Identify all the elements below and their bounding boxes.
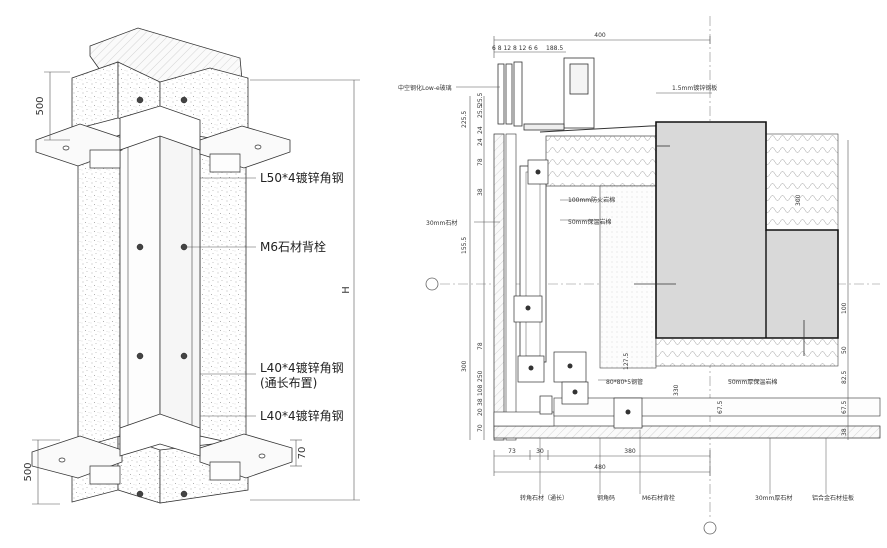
dim-left-78b: 78 <box>477 342 484 350</box>
label-continuous: (通长布置) <box>260 376 317 390</box>
dim-right-82: 82.5 <box>841 370 848 384</box>
dim-bottom-73: 73 <box>508 448 516 455</box>
dim-70: 70 <box>297 447 308 460</box>
bracket-holes <box>58 144 266 463</box>
note-stone-30: 30mm石材 <box>426 219 457 227</box>
dim-right-100: 100 <box>841 302 848 314</box>
dim-bottom-380: 380 <box>624 448 636 455</box>
column-right-stone-face <box>199 139 247 447</box>
insulation-rock-wool <box>599 185 657 369</box>
label-l40-angle-bottom: L40*4镀锌角钢 <box>260 409 344 423</box>
left-leaders <box>186 177 256 417</box>
dim-left-78: 78 <box>477 158 484 166</box>
window-frame <box>497 57 595 131</box>
dim-top-500: 500 <box>35 96 46 115</box>
dim-left-155: 155.5 <box>461 237 468 254</box>
note-low-e-glass: 中空钢化Low-e玻璃 <box>398 84 452 92</box>
dim-mid-127: 127.5 <box>623 353 630 370</box>
dim-left-38: 38 <box>477 188 484 196</box>
dim-mid-67: 67.5 <box>717 400 724 414</box>
dim-top-188: 188.5 <box>546 45 563 52</box>
concrete-structure <box>655 121 839 339</box>
dim-bottom-500: 500 <box>23 462 34 481</box>
bracket-bolts <box>525 169 631 415</box>
column-left-stone-face <box>77 134 121 449</box>
dim-left-24b: 24 <box>477 138 484 146</box>
steel-tube-column <box>519 165 547 363</box>
dim-top-chain: 6 8 12 8 12 6 6 <box>492 45 538 52</box>
anchor-bolts <box>634 145 805 356</box>
label-l40-angle: L40*4镀锌角钢 <box>260 361 344 375</box>
dim-left-70: 70 <box>477 424 484 432</box>
fire-rock-wool <box>545 135 659 187</box>
note-steel-tube: 80*80*5钢管 <box>606 378 643 386</box>
label-m6-bolt-section: M6石材背栓 <box>642 494 675 502</box>
bottom-dims <box>493 450 711 476</box>
note-fire-rock: 100mm防火岩棉 <box>568 196 615 204</box>
dim-left-250: 250 <box>477 370 484 382</box>
section-leaders <box>456 86 760 381</box>
label-alu-hanger: 铝合金石材挂板 <box>812 494 854 502</box>
dim-left-38b: 38 <box>477 398 484 406</box>
stone-panel-horizontal <box>493 425 881 439</box>
note-insul-board: 50mm厚保温岩棉 <box>728 378 777 386</box>
top-dims <box>493 36 711 58</box>
section-detail: 400 6 8 12 8 12 6 6 188.5 <box>398 16 881 535</box>
dim-right-300: 300 <box>795 194 802 206</box>
label-steel-code: 钢角码 <box>597 494 615 502</box>
label-m6-bolt: M6石材背栓 <box>260 239 326 254</box>
corner-column-isometric: 500 500 H 70 L50*4镀锌角钢 M6石材背栓 L40*4镀锌角钢 … <box>23 27 360 505</box>
label-l50-angle: L50*4镀锌角钢 <box>260 171 344 185</box>
top-stone-block-left <box>71 61 119 131</box>
note-insul-rock: 50mm保温岩棉 <box>568 218 611 226</box>
note-steel-plate: 1.5mm镀锌钢板 <box>672 84 717 92</box>
axis-bubble-bottom <box>703 521 717 535</box>
angle-steel-right <box>159 121 201 437</box>
label-30mm-stone: 30mm厚石材 <box>755 494 792 502</box>
stone-back-bolts <box>136 96 188 498</box>
dim-right-67: 67.5 <box>841 400 848 414</box>
dim-left-25b: 25.5 <box>477 92 484 106</box>
dim-right-38: 38 <box>841 428 848 436</box>
dim-right-50: 50 <box>841 346 848 354</box>
dim-left-25a: 25.5 <box>477 104 484 118</box>
dim-left-108: 108 <box>477 384 484 396</box>
left-dimension-lines <box>32 71 360 505</box>
dim-mid-330: 330 <box>673 384 680 396</box>
angle-steel-left <box>119 121 161 449</box>
dim-left-225: 225.5 <box>461 111 468 128</box>
axis-bubble-left <box>425 277 439 291</box>
steel-brackets <box>513 159 643 429</box>
dim-left-20: 20 <box>477 408 484 416</box>
bottom-label-leaders <box>539 430 827 494</box>
dim-left-300: 300 <box>461 360 468 372</box>
dim-left-24: 24 <box>477 126 484 134</box>
dim-top-400: 400 <box>594 32 606 39</box>
stone-panel-vertical <box>493 133 505 441</box>
label-corner-stone: 转角石材（通长） <box>520 494 568 502</box>
dim-height-h: H <box>341 286 352 294</box>
